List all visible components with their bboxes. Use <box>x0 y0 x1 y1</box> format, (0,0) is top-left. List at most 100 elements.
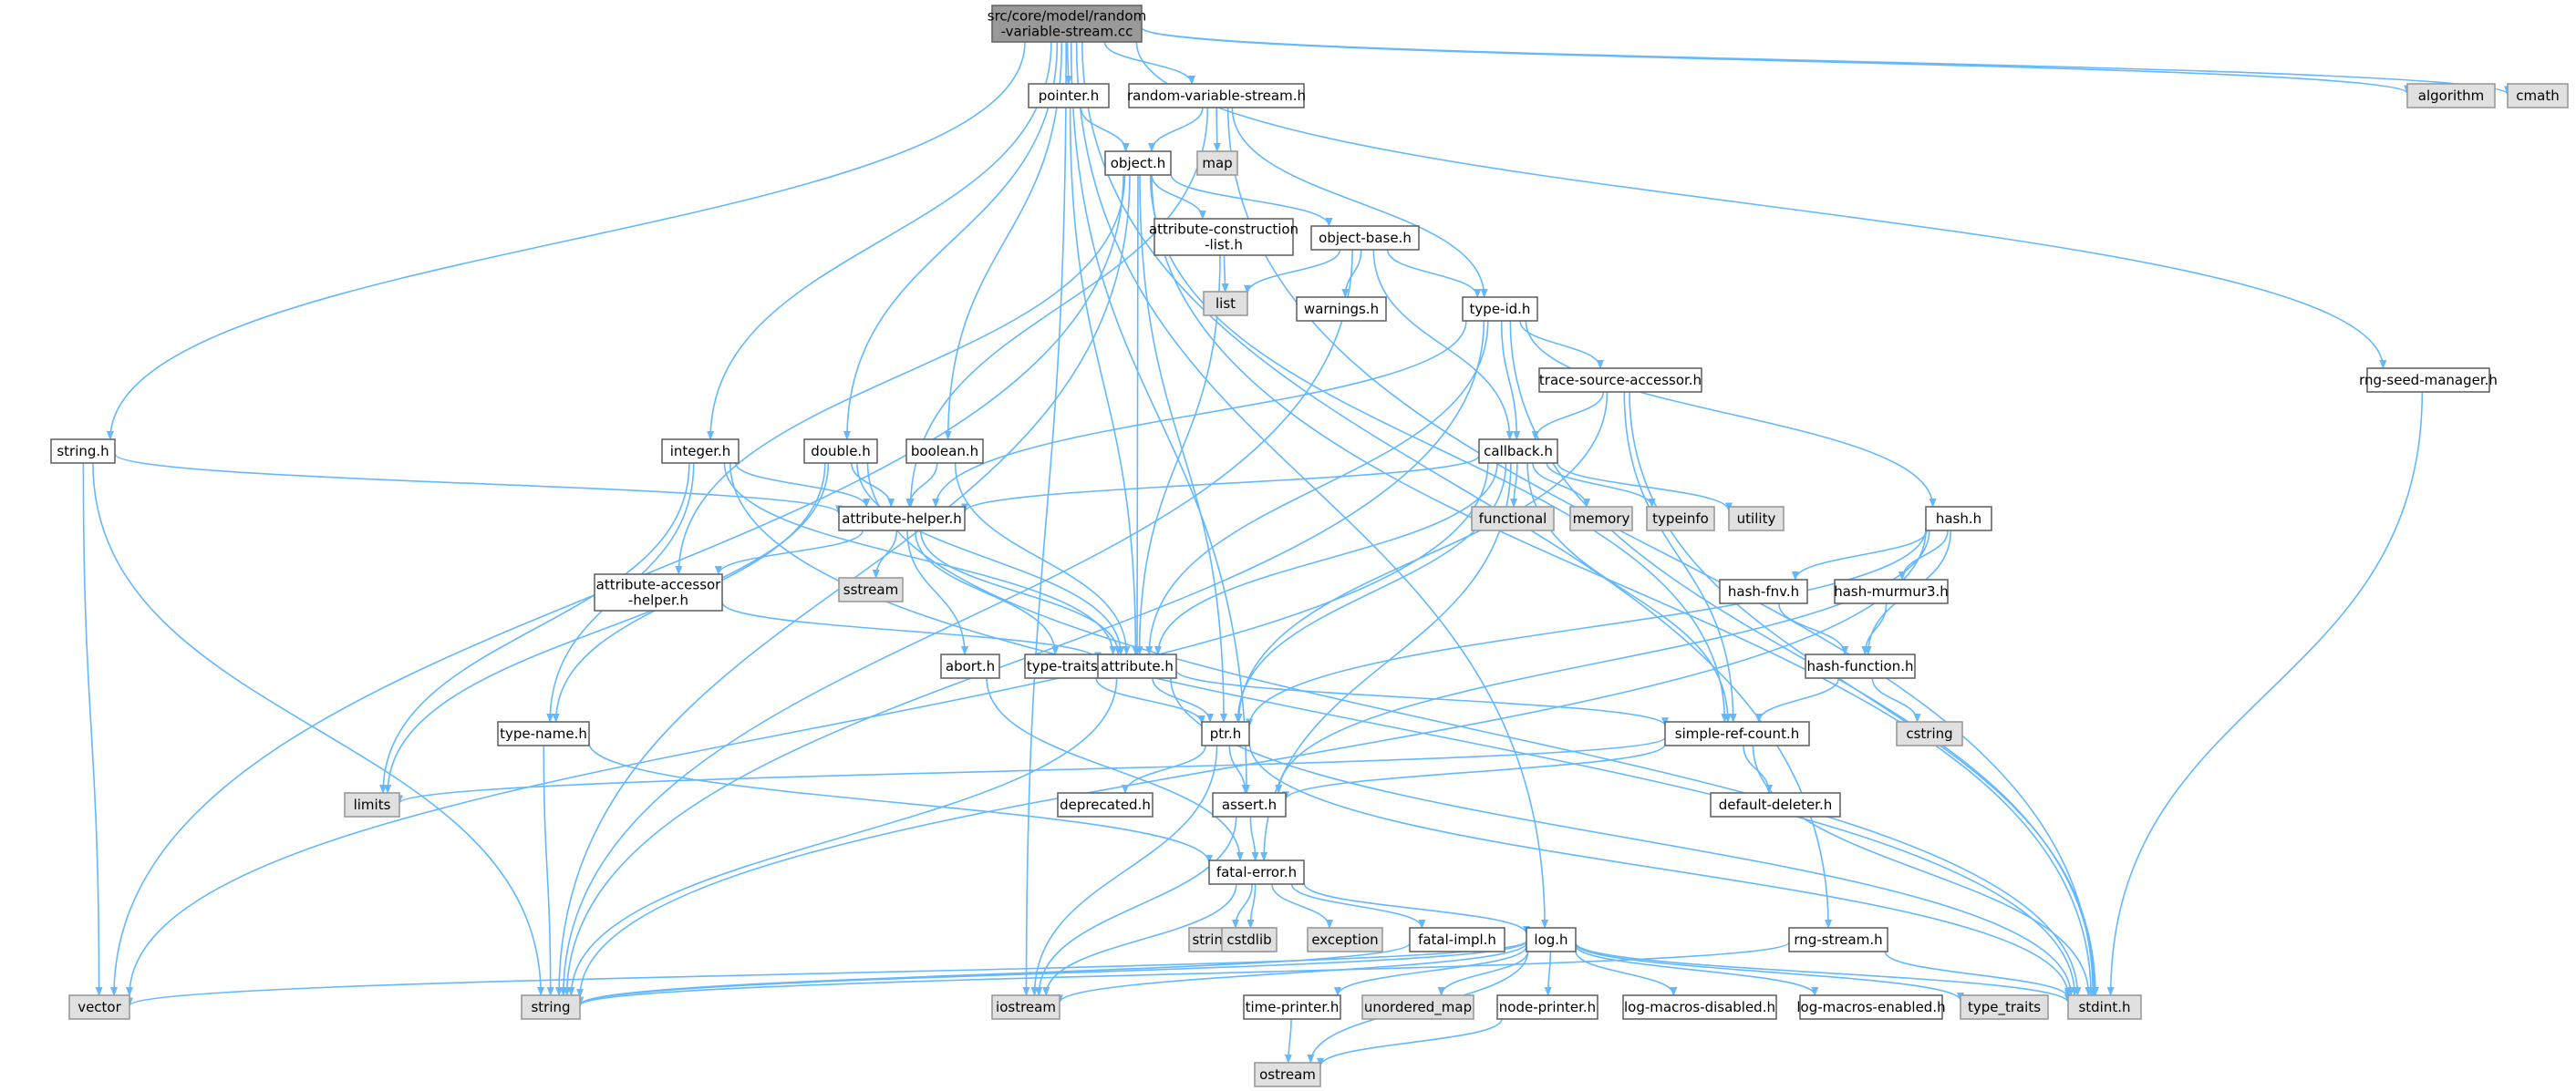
node-label: hash-fnv.h <box>1728 583 1799 600</box>
node-root[interactable]: src/core/model/random-variable-stream.cc <box>988 5 1146 43</box>
node-object-h[interactable]: object.h <box>1104 150 1172 176</box>
node-aah-h[interactable]: attribute-accessor-helper.h <box>594 573 723 612</box>
node-rvs-h[interactable]: random-variable-stream.h <box>1127 83 1306 108</box>
node-box <box>1719 579 1808 604</box>
node-label: -helper.h <box>628 592 688 609</box>
node-tsa-h[interactable]: trace-source-accessor.h <box>1538 367 1702 393</box>
node-boolean-h[interactable]: boolean.h <box>905 438 984 464</box>
edge-aah_h-to-attribute_h <box>721 602 1102 662</box>
node-ptr-h[interactable]: ptr.h <box>1201 721 1250 746</box>
node-label: hash-murmur3.h <box>1834 583 1949 600</box>
edge-log_h-to-time_printer_h <box>1333 945 1527 996</box>
node-assert-h[interactable]: assert.h <box>1212 792 1287 818</box>
node-rng-stream-h[interactable]: rng-stream.h <box>1788 927 1888 952</box>
node-box <box>1960 994 2049 1020</box>
node-node-printer-h[interactable]: node-printer.h <box>1496 994 1598 1020</box>
node-fatal-impl-h[interactable]: fatal-impl.h <box>1409 927 1505 952</box>
edge-callback_h-to-attribute_h <box>1154 462 1498 655</box>
node-hash-murmur3-h[interactable]: hash-murmur3.h <box>1834 579 1949 604</box>
node-callback-h[interactable]: callback.h <box>1478 438 1558 464</box>
node-box <box>1254 1062 1321 1087</box>
node-box <box>1208 859 1305 885</box>
node-label: assert.h <box>1222 797 1277 813</box>
edge-pointer_h-to-attribute_h <box>1069 107 1140 655</box>
node-box <box>1104 150 1172 176</box>
node-rng-seed-manager-h[interactable]: rng-seed-manager.h <box>2359 367 2498 393</box>
node-label: -variable-stream.cc <box>1001 24 1133 40</box>
node-abort-h[interactable]: abort.h <box>940 654 1000 679</box>
edge-callback_h-to-memory <box>1532 462 1590 508</box>
node-stdint-h: stdint.h <box>2067 994 2142 1020</box>
node-hash-fnv-h[interactable]: hash-fnv.h <box>1719 579 1808 604</box>
edge-object_h-to-src_h <box>1149 174 1729 723</box>
edge-log_h-to-stdint_h <box>1575 942 2072 1004</box>
node-deprecated-h[interactable]: deprecated.h <box>1057 792 1154 818</box>
node-label: functional <box>1479 510 1547 527</box>
node-box <box>497 721 590 746</box>
node-functional: functional <box>1471 506 1555 531</box>
edge-rng_seed_manager_h-to-stdint_h <box>2106 391 2424 996</box>
edge-root-to-log_h <box>1075 41 1549 929</box>
node-label: limits <box>354 797 391 813</box>
node-box <box>50 438 116 464</box>
node-label: map <box>1202 155 1232 171</box>
edge-callback_h-to-utility <box>1557 461 1733 512</box>
node-object-base-h[interactable]: object-base.h <box>1310 225 1420 251</box>
node-label: log-macros-enabled.h <box>1796 999 1945 1015</box>
node-label: pointer.h <box>1039 87 1100 104</box>
edge-fatal_error_h-to-iostream <box>1042 883 1237 996</box>
node-type-id-h[interactable]: type-id.h <box>1462 296 1538 322</box>
edge-src_h-to-stdint_h <box>1752 745 2093 996</box>
edge-attribute_helper_h-to-abort_h <box>906 530 968 655</box>
node-default-deleter-h[interactable]: default-deleter.h <box>1710 792 1841 818</box>
node-attribute-h[interactable]: attribute.h <box>1097 654 1177 679</box>
node-double-h[interactable]: double.h <box>803 438 878 464</box>
edge-string_h-to-string <box>92 462 545 996</box>
node-log-h[interactable]: log.h <box>1526 927 1577 952</box>
node-label: simple-ref-count.h <box>1675 726 1799 742</box>
node-label: cstdlib <box>1226 931 1271 948</box>
node-box <box>1310 225 1420 251</box>
edge-assert_h-to-iostream <box>1035 816 1237 996</box>
node-acl-h[interactable]: attribute-construction-list.h <box>1149 218 1298 256</box>
node-label: type_traits <box>1968 999 2041 1016</box>
edge-double_h-to-limits <box>384 462 826 794</box>
node-label: vector <box>78 999 121 1015</box>
node-lmd-h[interactable]: log-macros-disabled.h <box>1622 994 1777 1020</box>
node-box <box>1526 927 1577 952</box>
node-box <box>1728 506 1785 531</box>
edge-object_h-to-attribute_h <box>1133 174 1142 655</box>
node-lme-h[interactable]: log-macros-enabled.h <box>1796 994 1946 1020</box>
node-label: rng-seed-manager.h <box>2359 372 2498 388</box>
edge-log_h-to-vector <box>126 940 1527 1007</box>
node-fatal-error-h[interactable]: fatal-error.h <box>1208 859 1305 885</box>
node-box <box>1296 296 1387 322</box>
node-warnings-h[interactable]: warnings.h <box>1296 296 1387 322</box>
edge-object_h-to-aah_h <box>675 174 1126 575</box>
node-label: fatal-impl.h <box>1418 931 1496 948</box>
node-string-h[interactable]: string.h <box>50 438 116 464</box>
edge-hash_fnv_h-to-hash_function_h <box>1778 602 1849 655</box>
node-label: attribute-construction <box>1149 221 1298 238</box>
edge-string_h-to-vector <box>82 462 103 996</box>
node-hash-function-h[interactable]: hash-function.h <box>1805 654 1916 679</box>
node-time-printer-h[interactable]: time-printer.h <box>1243 994 1341 1020</box>
node-hash-h[interactable]: hash.h <box>1925 506 1992 531</box>
node-label: ptr.h <box>1210 726 1241 742</box>
edge-object_h-to-stdint_h <box>1151 174 2095 996</box>
node-box <box>1221 927 1278 952</box>
node-pointer-h[interactable]: pointer.h <box>1028 83 1110 108</box>
node-src-h[interactable]: simple-ref-count.h <box>1664 721 1810 746</box>
node-type-name-h[interactable]: type-name.h <box>497 721 590 746</box>
node-label: trace-source-accessor.h <box>1539 372 1702 388</box>
node-string: string <box>521 994 581 1020</box>
node-box <box>1028 83 1110 108</box>
edge-tsa_h-to-stdint_h <box>1629 391 2099 996</box>
edge-log_h-to-type_traits <box>1575 942 1964 1002</box>
node-label: object-base.h <box>1319 230 1412 246</box>
edge-callback_h-to-functional <box>1510 462 1518 508</box>
node-integer-h[interactable]: integer.h <box>661 438 740 464</box>
node-attribute-helper-h[interactable]: attribute-helper.h <box>838 506 966 531</box>
edge-ptr_h-to-iostream <box>1030 745 1218 996</box>
edge-root-to-integer_h <box>707 41 1052 440</box>
